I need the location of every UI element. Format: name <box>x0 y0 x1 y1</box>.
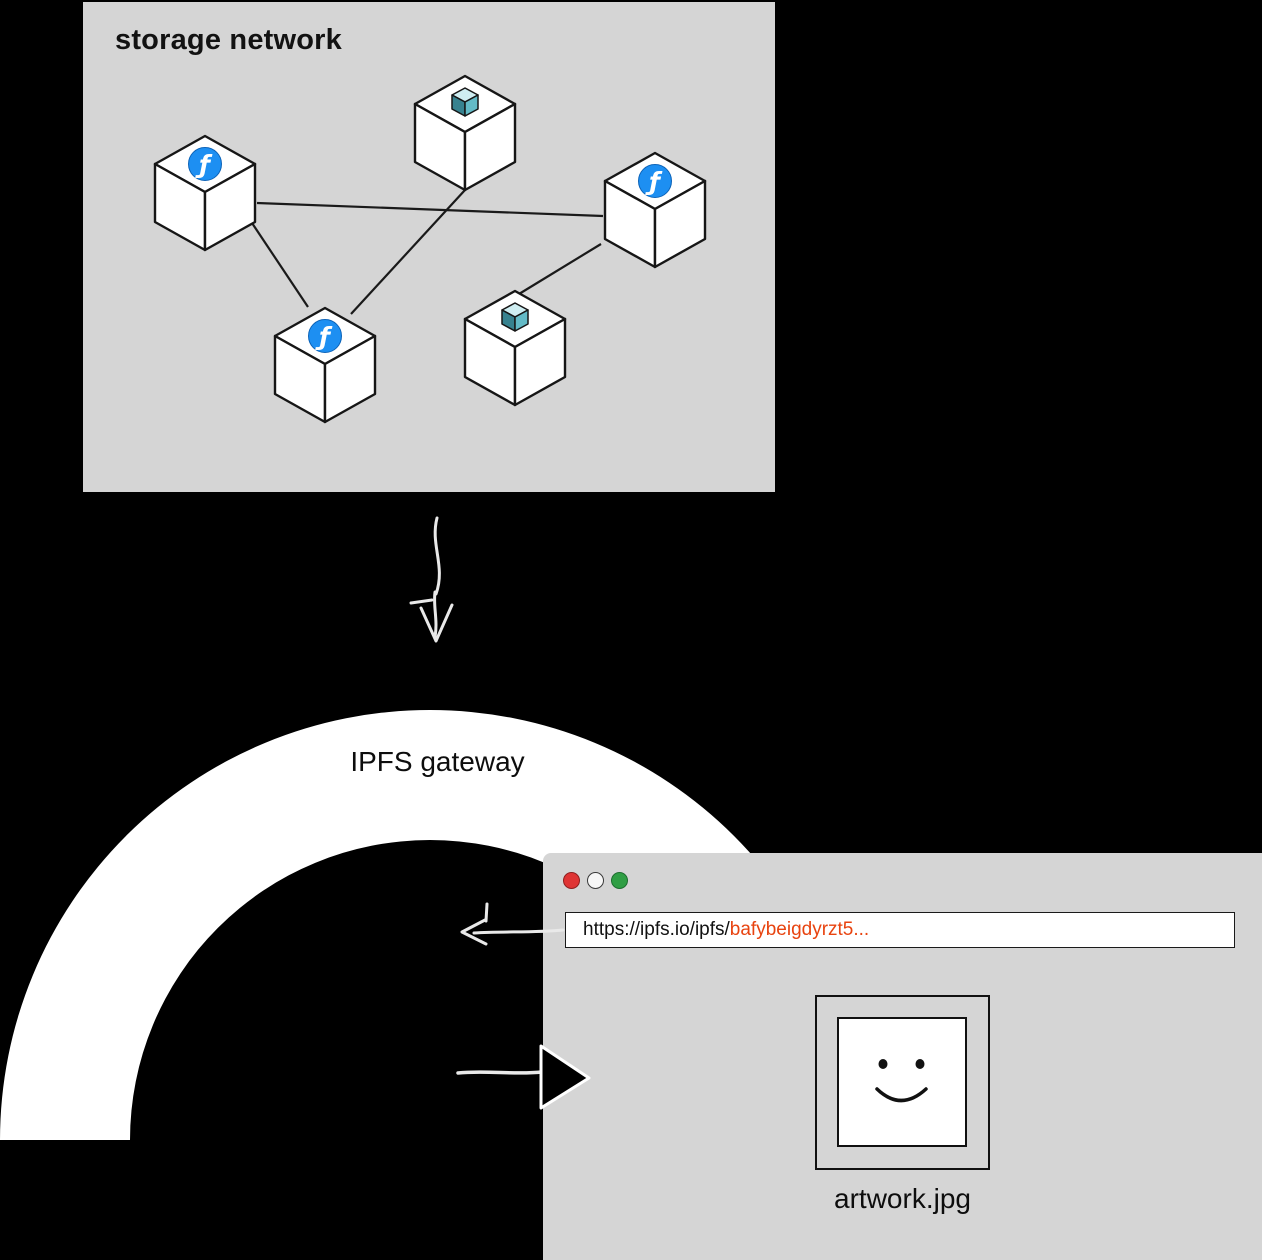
svg-text:ƒ: ƒ <box>195 150 213 179</box>
artwork-caption: artwork.jpg <box>834 1183 971 1214</box>
storage-node-ipfs <box>463 289 567 407</box>
url-prefix: https://ipfs.io/ipfs/ <box>583 919 730 940</box>
storage-node-filecoin: ƒ <box>153 134 257 252</box>
gateway-label: IPFS gateway <box>350 746 525 777</box>
arrow-storage-to-gateway-icon <box>409 516 454 643</box>
storage-node-filecoin: ƒ <box>273 306 377 424</box>
network-edge <box>350 189 466 315</box>
artwork-image <box>837 1017 967 1147</box>
network-edge <box>247 216 309 308</box>
network-edges <box>247 189 604 315</box>
network-edge <box>256 201 604 218</box>
traffic-light-red-icon[interactable] <box>563 872 580 889</box>
storage-network-title: storage network <box>115 24 342 56</box>
url-cid: bafybeigdyrzt5... <box>729 919 870 940</box>
traffic-light-white-icon[interactable] <box>587 872 604 889</box>
traffic-lights <box>563 872 628 889</box>
filecoin-icon: ƒ <box>638 164 672 198</box>
address-bar[interactable]: https://ipfs.io/ipfs/bafybeigdyrzt5... <box>565 912 1235 948</box>
traffic-light-green-icon[interactable] <box>611 872 628 889</box>
storage-node-ipfs <box>413 74 517 192</box>
filecoin-icon: ƒ <box>308 319 342 353</box>
network-edge <box>518 243 602 295</box>
svg-text:ƒ: ƒ <box>645 167 663 196</box>
svg-text:ƒ: ƒ <box>315 322 333 351</box>
ipfs-block-icon <box>501 302 529 332</box>
filecoin-icon: ƒ <box>188 147 222 181</box>
smiley-face-icon <box>875 1059 928 1103</box>
gateway-arc <box>0 710 860 1140</box>
artwork-frame <box>815 995 990 1170</box>
storage-node-filecoin: ƒ <box>603 151 707 269</box>
storage-network-graph: ƒ ƒ <box>153 74 707 424</box>
browser-window: https://ipfs.io/ipfs/bafybeigdyrzt5... a… <box>543 853 1262 1260</box>
storage-network-panel: storage network ƒ <box>83 2 775 492</box>
ipfs-block-icon <box>451 87 479 117</box>
